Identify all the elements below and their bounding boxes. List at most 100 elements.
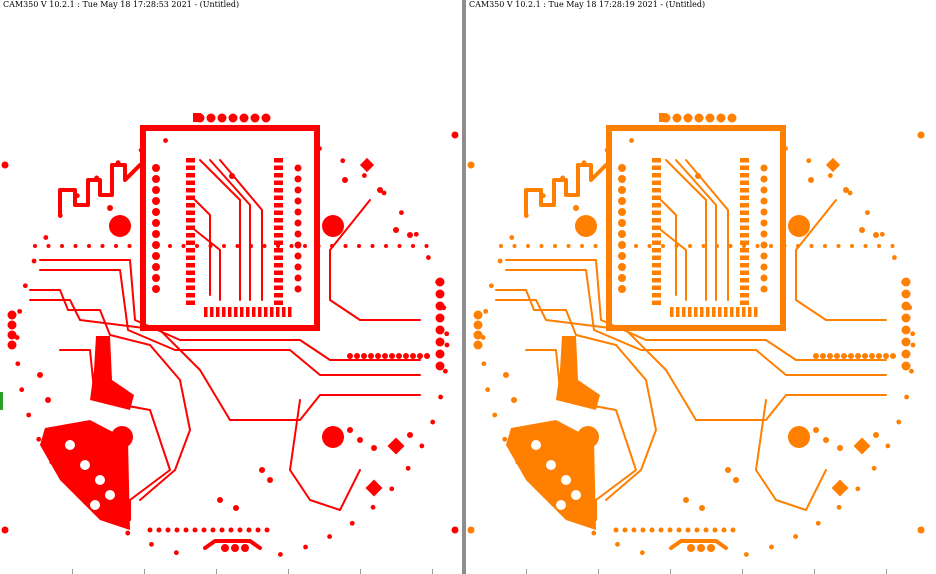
outline-via — [793, 534, 799, 539]
right-ruler-ticks — [466, 568, 936, 574]
right-viewport[interactable]: CAM350 V 10.2.1 : Tue May 18 17:28:19 20… — [466, 0, 936, 574]
left-pad — [7, 330, 17, 340]
via — [156, 527, 162, 533]
edge-pad — [288, 307, 292, 317]
ic-pad — [186, 158, 195, 163]
outline-via — [317, 146, 322, 151]
ic-pad — [740, 195, 749, 200]
right-pad — [435, 361, 445, 371]
via — [424, 353, 430, 359]
header-pad — [683, 113, 693, 123]
outline-via — [438, 394, 444, 400]
ic-pad — [274, 233, 283, 238]
outline-via — [444, 342, 450, 348]
via — [424, 244, 429, 248]
trace — [495, 299, 887, 421]
trace — [505, 259, 887, 361]
edge-pad — [252, 307, 256, 317]
ic-pad — [186, 270, 195, 275]
via — [294, 164, 302, 172]
trace — [505, 269, 887, 376]
via — [755, 244, 760, 248]
outline-via — [94, 175, 100, 181]
pane-divider[interactable] — [462, 0, 466, 574]
diamond-pad — [853, 437, 871, 455]
via — [347, 353, 353, 359]
outline-via — [896, 419, 902, 425]
via — [721, 527, 727, 533]
via — [375, 353, 381, 359]
via — [618, 274, 626, 282]
via — [343, 244, 348, 248]
via — [869, 353, 875, 359]
outline-via — [74, 193, 80, 199]
ic-pad — [652, 165, 661, 170]
trace — [755, 399, 827, 511]
ic-pad — [274, 263, 283, 268]
via — [859, 227, 865, 233]
outline-via — [885, 443, 891, 449]
outline-via — [492, 412, 498, 418]
via — [342, 177, 348, 183]
via — [499, 244, 503, 248]
outline-via — [349, 520, 355, 526]
pour-void — [556, 500, 566, 510]
outline-via — [910, 331, 916, 337]
via — [152, 164, 160, 172]
ic-pad — [652, 180, 661, 185]
ic-pad — [274, 255, 283, 260]
outline-via — [36, 436, 42, 442]
ic-pad — [652, 248, 661, 253]
outline-via — [910, 342, 916, 348]
ic-pad — [652, 263, 661, 268]
trace — [39, 259, 421, 361]
via — [631, 527, 637, 533]
via — [33, 244, 37, 248]
via — [222, 244, 226, 248]
outline-via — [604, 147, 610, 153]
left-viewport[interactable]: CAM350 V 10.2.1 : Tue May 18 17:28:53 20… — [0, 0, 462, 574]
via — [730, 527, 736, 533]
via — [201, 527, 207, 533]
ic-pad — [186, 225, 195, 230]
right-pad — [901, 361, 911, 371]
ic-pad — [274, 293, 283, 298]
ic-pad — [274, 225, 283, 230]
edge-pad — [270, 307, 274, 317]
header-pad — [659, 113, 667, 122]
via — [152, 197, 160, 205]
via — [715, 244, 719, 248]
outline-via — [783, 146, 788, 151]
outline-via — [560, 175, 566, 181]
edge-pad — [216, 307, 220, 317]
fiducial — [451, 526, 459, 534]
pour-void — [105, 490, 115, 500]
outline-via — [149, 541, 154, 547]
ic-pad — [274, 180, 283, 185]
ic-pad — [274, 188, 283, 193]
ic-pad — [740, 173, 749, 178]
outline-via — [57, 213, 63, 219]
via — [769, 244, 773, 248]
left-side-marker — [0, 392, 3, 410]
outline-via — [138, 147, 144, 153]
ic-pad — [652, 195, 661, 200]
via — [152, 263, 160, 271]
via — [526, 244, 530, 248]
via — [760, 164, 768, 172]
outline-via — [327, 534, 333, 539]
edge-pad — [264, 307, 268, 317]
outline-via — [743, 552, 749, 557]
outline-via — [430, 419, 436, 425]
outline-via — [361, 173, 367, 178]
edge-pad — [258, 307, 262, 317]
right-pad — [435, 313, 445, 323]
via — [873, 232, 879, 238]
left-pad — [473, 320, 483, 330]
via — [371, 445, 377, 451]
via — [837, 445, 843, 451]
ic-pad — [186, 203, 195, 208]
outline-via — [483, 308, 489, 314]
via — [728, 244, 733, 248]
fiducial — [467, 161, 475, 169]
